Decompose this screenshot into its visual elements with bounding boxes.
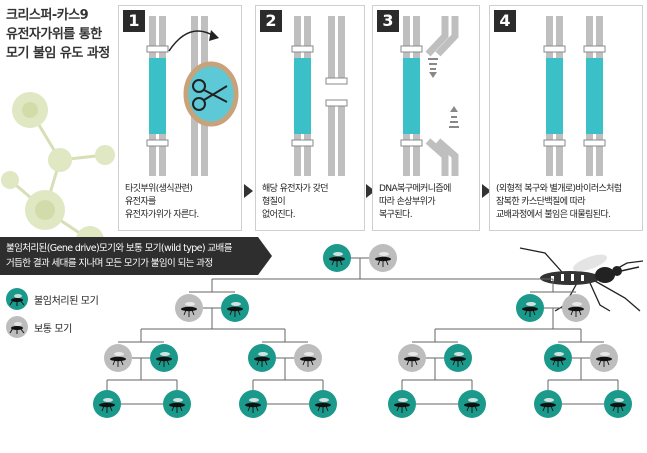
title-line: 유전자가위를 통한 (6, 27, 102, 42)
gene-removed-illustration (291, 16, 348, 176)
mosquito-icon (248, 344, 276, 372)
arrow-right-icon (244, 184, 253, 198)
banner-line: 불임처리된(Gene drive)모기와 보통 모기(wild type) 교배… (6, 243, 232, 254)
mosquito-icon (221, 294, 249, 322)
step-panel-2: 2 해당 유전자가 갖던 형질이 없어진다. (255, 5, 365, 231)
legend-label: 불임처리된 모기 (34, 295, 99, 307)
mosquito-icon (239, 390, 267, 418)
arrow-right-icon (482, 184, 491, 198)
mosquito-icon (163, 390, 191, 418)
mosquito-icon (544, 344, 572, 372)
dna-repair-illustration (400, 16, 459, 176)
arrow-right-icon (366, 184, 375, 198)
mosquito-icon (309, 390, 337, 418)
gene-drive-banner: 불임처리된(Gene drive)모기와 보통 모기(wild type) 교배… (0, 237, 272, 275)
diagram-title: 크리스퍼-카스9 유전자가위를 통한 모기 불임 유도 과정 (6, 6, 110, 63)
inherited-sterility-illustration (543, 16, 606, 176)
mosquito-icon (294, 344, 322, 372)
step-panel-1: 1 타깃부위(생식관련) 유전자를 유전자가위가 자른다. (118, 5, 242, 231)
step-description: 해당 유전자가 갖던 형질이 없어진다. (262, 184, 329, 220)
step-panel-3: 3 DNA복구메커니즘에 따라 손상부위가 (372, 5, 480, 231)
dna-cut-illustration (146, 16, 239, 176)
generation-tree (93, 244, 632, 418)
step-description: (외형적 복구와 별개로)바이러스처럼 잠복한 카스단백질에 따라 교배과정에서… (496, 184, 622, 220)
mosquito-icon (444, 344, 472, 372)
legend-normal: 보통 모기 (6, 316, 72, 338)
mosquito-icon (590, 344, 618, 372)
step-number: 4 (494, 10, 516, 32)
molecule-decoration (1, 92, 115, 254)
mosquito-icon (6, 288, 28, 310)
mosquito-icon (534, 390, 562, 418)
legend-label: 보통 모기 (34, 323, 72, 335)
mosquito-icon (516, 294, 544, 322)
mosquito-icon (104, 344, 132, 372)
step-number: 3 (377, 10, 399, 32)
banner-line: 거듭한 결과 세대를 지나며 모든 모기가 불임이 되는 과정 (6, 258, 213, 269)
mosquito-icon (604, 390, 632, 418)
mosquito-icon (6, 316, 28, 338)
mosquito-icon (388, 390, 416, 418)
step-description: DNA복구메커니즘에 따라 손상부위가 복구된다. (379, 184, 451, 220)
scissors-icon (183, 61, 239, 127)
title-line: 크리스퍼-카스9 (6, 8, 89, 23)
mosquito-icon (562, 294, 590, 322)
step-number: 2 (260, 10, 282, 32)
mosquito-icon (458, 390, 486, 418)
mosquito-icon (93, 390, 121, 418)
mosquito-icon (369, 244, 397, 272)
step-panel-4: 4 (외형적 복구와 별개로)바이러스처럼 잠복한 카스단백질에 따라 교배과정… (489, 5, 643, 231)
mosquito-icon (323, 244, 351, 272)
legend-sterile: 불임처리된 모기 (6, 288, 99, 310)
mosquito-illustration (519, 247, 644, 312)
mosquito-icon (398, 344, 426, 372)
title-line: 모기 불임 유도 과정 (6, 46, 110, 61)
step-number: 1 (123, 10, 145, 32)
mosquito-icon (175, 294, 203, 322)
mosquito-icon (150, 344, 178, 372)
step-description: 타깃부위(생식관련) 유전자를 유전자가위가 자른다. (125, 184, 199, 220)
